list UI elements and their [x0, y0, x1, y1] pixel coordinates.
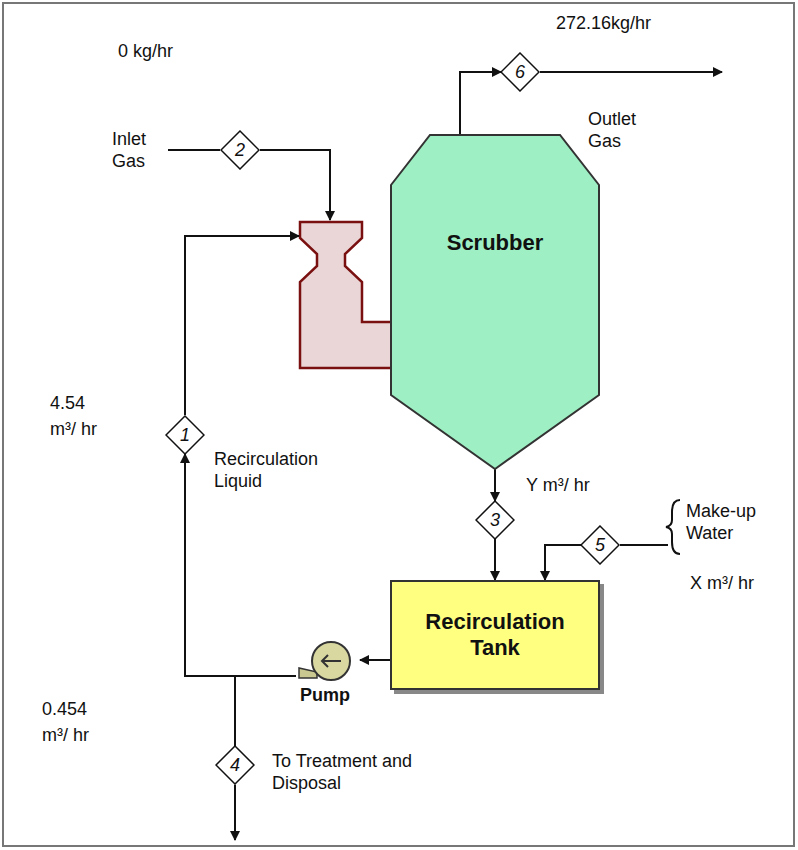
- callout-number: 1: [180, 425, 190, 445]
- tank-name: Recirculation Tank: [402, 609, 588, 661]
- disposal-line: [234, 785, 236, 840]
- flow-line: [545, 545, 581, 580]
- flow-label: X m³/ hr: [690, 572, 754, 594]
- callout-number: 2: [235, 140, 245, 160]
- flow-label: 4.54: [50, 392, 85, 414]
- flow-label: 0 kg/hr: [118, 40, 173, 62]
- tank-box: Recirculation Tank: [390, 580, 600, 690]
- diamond-shape: [216, 746, 254, 784]
- pump-body: [312, 642, 350, 680]
- flow-label: Y m³/ hr: [526, 474, 590, 496]
- pump-symbol: [295, 638, 355, 684]
- callout-number: 4: [230, 755, 240, 775]
- diamond-shape: [221, 131, 259, 169]
- flow-label: To Treatment and Disposal: [272, 750, 422, 794]
- outlet-gas-line: [540, 71, 722, 73]
- flow-line: [494, 539, 496, 580]
- pump: Pump: [290, 638, 360, 706]
- inlet-gas-line: [168, 149, 220, 151]
- callout-diamond: 4: [215, 745, 255, 785]
- flow-label: 272.16kg/hr: [556, 12, 651, 34]
- makeup-water-line: [620, 544, 668, 546]
- venturi-throat: [300, 222, 392, 368]
- callout-number: 6: [515, 62, 525, 82]
- pump-arrow: [322, 655, 341, 667]
- callout-diamond: 3: [475, 500, 515, 540]
- recirculation-line: [185, 236, 299, 415]
- vessel-outline: [390, 130, 600, 470]
- brace: [666, 500, 680, 554]
- callout-diamond: 6: [500, 52, 540, 92]
- diamond-shape: [581, 526, 619, 564]
- callout-diamond: 5: [580, 525, 620, 565]
- diamond-shape: [166, 416, 204, 454]
- callout-diamond: 2: [220, 130, 260, 170]
- flow-label: m³/ hr: [42, 724, 89, 746]
- frame: [3, 3, 794, 846]
- inlet-gas-line: [260, 150, 330, 220]
- flow-line: [460, 72, 501, 135]
- flow-label: Recirculation Liquid: [214, 448, 344, 492]
- vessel-shape: [391, 135, 599, 469]
- flow-label: Outlet Gas: [588, 108, 668, 152]
- scrubber-vessel: Scrubber: [390, 130, 600, 470]
- flow-line: [494, 469, 496, 501]
- callout-number: 3: [490, 510, 500, 530]
- diamond-shape: [476, 501, 514, 539]
- callout-diamond: 1: [165, 415, 205, 455]
- flow-label: 0.454: [42, 698, 87, 720]
- flow-line: [360, 659, 390, 661]
- flow-label: m³/ hr: [50, 418, 97, 440]
- diamond-shape: [501, 53, 539, 91]
- pump-name: Pump: [300, 684, 350, 706]
- vessel-name: Scrubber: [447, 230, 544, 256]
- flow-label: Inlet Gas: [112, 128, 174, 172]
- flow-label: Make-up Water: [686, 500, 786, 544]
- callout-number: 5: [595, 535, 605, 555]
